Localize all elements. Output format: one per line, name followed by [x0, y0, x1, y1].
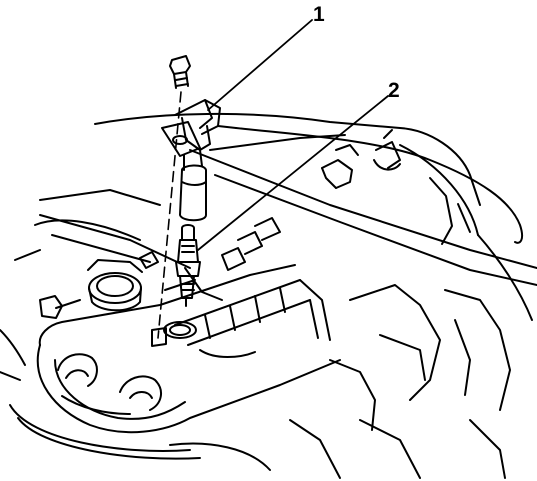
spark-plug: [175, 224, 201, 307]
coil-bolt: [169, 55, 191, 89]
wire-connector: [321, 129, 401, 189]
bolt-alignment-line: [157, 91, 182, 339]
callout-number-1: 1: [313, 3, 325, 26]
mounting-peg: [151, 327, 167, 347]
air-duct: [39, 149, 537, 286]
valve-cover: [36, 217, 341, 434]
ignition-coil: [161, 99, 524, 244]
callout-1-leader: [207, 19, 313, 111]
engine-block: [0, 112, 533, 479]
callout-number-2: 2: [388, 79, 400, 102]
callout-2-leader: [197, 95, 389, 251]
